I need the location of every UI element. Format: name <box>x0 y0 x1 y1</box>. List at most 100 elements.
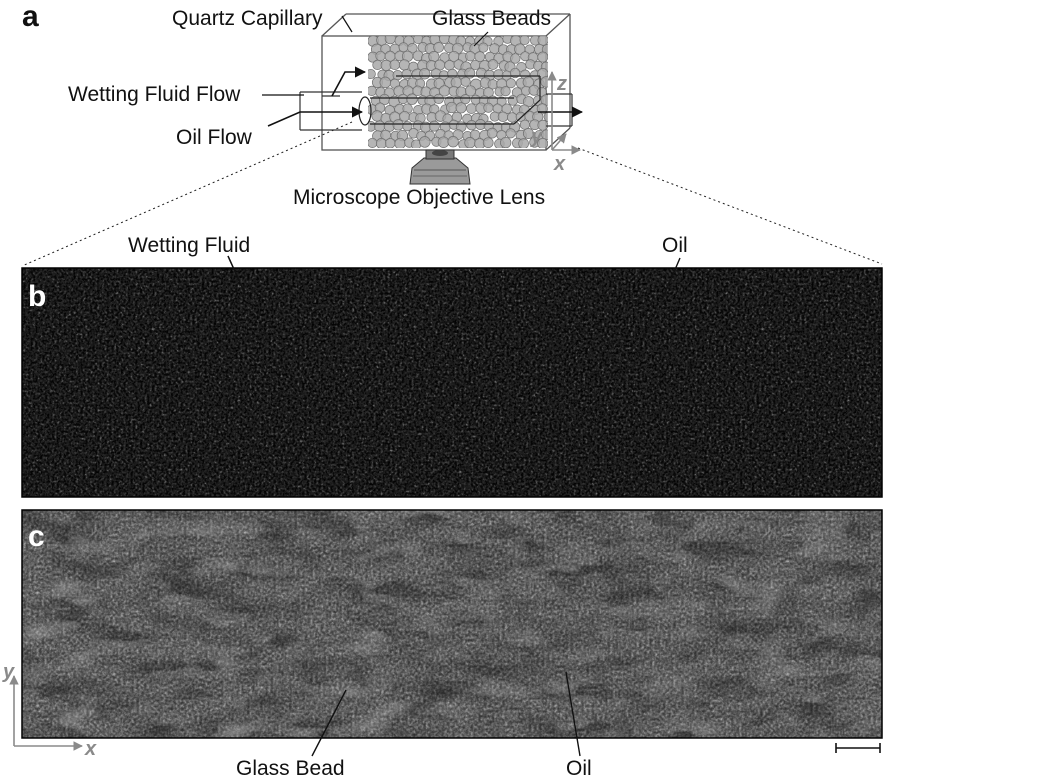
micrograph-c-oil-blotches <box>22 510 882 738</box>
label-oil-b: Oil <box>662 234 688 257</box>
glass-bead <box>439 36 450 44</box>
wetting-fluid-arrow <box>331 66 367 97</box>
label-glass-beads: Glass Beads <box>432 7 551 30</box>
panel-a: a <box>21 0 883 267</box>
glass-bead <box>540 76 548 88</box>
glass-bead <box>478 42 489 53</box>
glass-bead <box>537 119 548 131</box>
glass-bead <box>537 36 548 46</box>
glass-bead <box>368 85 377 97</box>
glass-beads-cluster <box>368 36 548 148</box>
glass-bead <box>373 120 386 132</box>
glass-bead <box>384 138 396 148</box>
micrograph-b <box>22 268 882 497</box>
glass-bead <box>507 112 518 123</box>
glass-bead <box>433 93 444 105</box>
glass-bead <box>379 76 392 89</box>
glass-bead <box>398 59 410 71</box>
label-oil-c: Oil <box>566 757 592 779</box>
axis-label-x-a: x <box>553 153 566 175</box>
flow-channel <box>358 75 541 126</box>
glass-bead <box>510 53 521 64</box>
glass-bead <box>519 36 530 46</box>
leader-oil-b <box>661 257 681 301</box>
glass-bead <box>384 36 396 45</box>
panel-c: c y x Glass Bead Oil <box>2 509 883 779</box>
glass-bead <box>505 128 516 139</box>
axis-label-y-a: y <box>530 126 543 148</box>
glass-bead <box>483 102 494 113</box>
glass-bead <box>446 101 458 114</box>
glass-bead <box>398 42 409 53</box>
oil-flow-arrow <box>267 106 364 127</box>
glass-bead <box>437 136 450 148</box>
label-quartz-capillary: Quartz Capillary <box>172 7 323 30</box>
glass-bead <box>419 136 431 148</box>
glass-bead <box>368 68 376 80</box>
glass-bead <box>466 103 477 114</box>
glass-bead <box>460 94 471 105</box>
objective-lens-icon <box>409 149 471 185</box>
glass-bead <box>433 42 444 53</box>
glass-bead <box>399 110 410 122</box>
glass-bead <box>389 59 401 71</box>
inlet-tube <box>299 91 362 131</box>
glass-bead <box>368 137 378 148</box>
glass-bead <box>537 137 548 148</box>
panel-letter-b: b <box>28 280 46 313</box>
glass-bead <box>401 69 412 80</box>
glass-bead <box>428 120 440 132</box>
axes-triad-a <box>547 71 581 155</box>
glass-bead <box>466 120 477 131</box>
glass-bead <box>465 51 476 62</box>
axis-label-x-c: x <box>84 738 97 760</box>
glass-bead <box>460 76 471 87</box>
glass-bead <box>507 95 519 106</box>
axis-label-z-a: z <box>556 73 567 95</box>
glass-bead <box>518 138 529 148</box>
glass-bead <box>375 50 386 62</box>
glass-bead <box>487 59 499 70</box>
glass-bead <box>447 136 459 148</box>
leader-oil-c <box>565 671 581 757</box>
leader-glass-bead <box>311 689 347 757</box>
glass-bead <box>455 102 467 114</box>
panel-letter-a: a <box>22 0 39 33</box>
micrograph-c-frame <box>21 509 883 739</box>
glass-bead <box>407 43 418 54</box>
zoom-guide-left <box>21 121 353 267</box>
leader-wetting-fluid-inner <box>227 255 247 297</box>
glass-bead <box>519 119 530 130</box>
micrograph-b-frame <box>21 267 883 498</box>
glass-bead <box>500 136 512 148</box>
label-oil-flow: Oil Flow <box>176 126 253 149</box>
leader-quartz-capillary <box>341 15 353 33</box>
glass-bead <box>444 60 455 71</box>
glass-bead <box>486 127 498 139</box>
glass-bead <box>474 51 486 62</box>
scale-bar <box>835 743 881 753</box>
glass-bead <box>543 111 548 122</box>
glass-bead <box>482 137 494 148</box>
glass-bead <box>394 137 406 148</box>
glass-bead <box>406 93 418 105</box>
glass-bead <box>497 111 509 123</box>
axis-label-y-c: y <box>2 661 15 683</box>
glass-bead <box>464 67 476 79</box>
label-glass-bead: Glass Bead <box>236 757 345 779</box>
leader-glass-beads <box>473 31 489 47</box>
glass-bead <box>464 137 476 148</box>
glass-bead <box>505 78 516 89</box>
panel-letter-c: c <box>28 520 45 553</box>
glass-bead <box>419 68 431 80</box>
outlet-tube <box>546 93 573 127</box>
axes-c <box>9 675 83 751</box>
label-wetting-fluid-flow: Wetting Fluid Flow <box>68 83 241 106</box>
zoom-guide-right <box>577 147 883 265</box>
label-wetting-fluid: Wetting Fluid <box>128 234 250 257</box>
label-objective-lens: Microscope Objective Lens <box>293 186 545 209</box>
glass-bead <box>392 119 404 131</box>
glass-bead <box>509 67 521 79</box>
